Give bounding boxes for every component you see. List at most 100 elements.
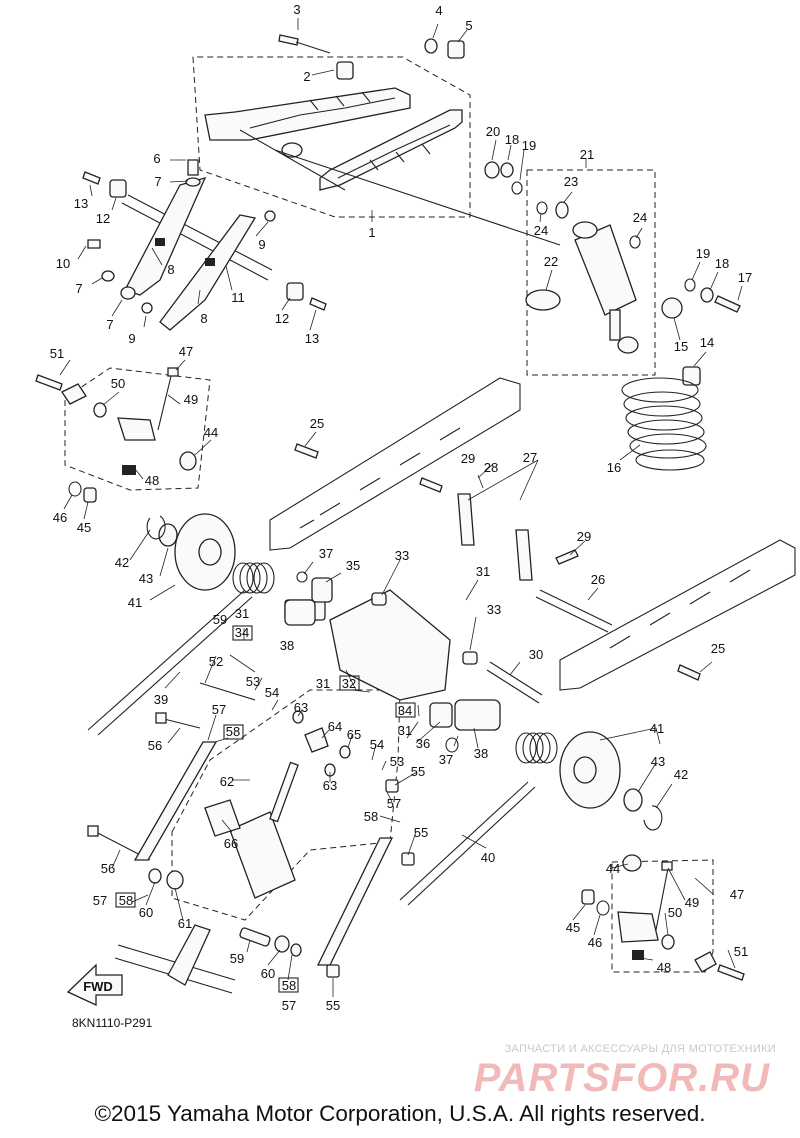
- rear-shock: [274, 149, 741, 471]
- bolt-52: [199, 682, 256, 701]
- washer-63a: [292, 710, 304, 724]
- callout-66: 66: [224, 836, 238, 851]
- bushing-38a: [284, 599, 316, 626]
- callout-55: 55: [414, 825, 428, 840]
- callout-3: 3: [293, 2, 300, 17]
- callout-29: 29: [577, 529, 591, 544]
- callout-boxes: [115, 625, 416, 993]
- bracket-plate-right: [694, 951, 717, 973]
- bracket-plate-left: [61, 383, 87, 405]
- callout-43: 43: [651, 754, 665, 769]
- callout-59: 59: [213, 612, 227, 627]
- washer-24b: [629, 235, 641, 249]
- spring-arm-40: [399, 781, 529, 901]
- clevis-64: [304, 727, 329, 753]
- bolt-49b: [655, 867, 669, 931]
- callout-21: 21: [580, 147, 594, 162]
- callout-18: 18: [505, 132, 519, 147]
- callout-58: 58: [282, 978, 296, 993]
- diagram-reference-code: 8KN1110-P291: [72, 1016, 153, 1030]
- bracket-27-right: [515, 529, 533, 581]
- callout-41: 41: [650, 721, 664, 736]
- rear-axle-link: [167, 924, 211, 986]
- callout-59: 59: [230, 951, 244, 966]
- callout-53: 53: [390, 754, 404, 769]
- link-plate-right: [316, 837, 394, 966]
- washer-60a: [148, 868, 162, 884]
- leader-lines: [59, 18, 743, 997]
- washer-18a: [500, 162, 514, 178]
- box-callout-32: [339, 675, 360, 691]
- idler-wheel-41a-hub: [198, 538, 222, 566]
- callout-57: 57: [93, 893, 107, 908]
- callout-28: 28: [484, 460, 498, 475]
- callout-55: 55: [411, 764, 425, 779]
- callout-54: 54: [370, 737, 384, 752]
- front-axle-links: [82, 159, 327, 331]
- callout-63: 63: [294, 700, 308, 715]
- collar-45b: [581, 889, 595, 905]
- callout-58: 58: [119, 893, 133, 908]
- center-pivot: [284, 443, 701, 753]
- shaft-26-lower: [535, 596, 609, 633]
- callout-46: 46: [53, 510, 67, 525]
- shock-top-eye: [572, 221, 598, 239]
- callout-50: 50: [668, 905, 682, 920]
- callout-23: 23: [564, 174, 578, 189]
- front-arm-left-rail-ribs: [249, 91, 396, 129]
- callout-4: 4: [435, 3, 442, 18]
- bolt-49a-head: [167, 367, 179, 377]
- callout-20: 20: [486, 124, 500, 139]
- callout-44: 44: [204, 425, 218, 440]
- washer-37a: [296, 571, 308, 583]
- bolt-25b: [677, 664, 701, 681]
- bushing-35: [311, 577, 333, 603]
- callout-51: 51: [50, 346, 64, 361]
- callout-15: 15: [674, 339, 688, 354]
- washer-46b: [596, 900, 610, 916]
- callout-19: 19: [696, 246, 710, 261]
- callout-45: 45: [77, 520, 91, 535]
- copyright-notice: ©2015 Yamaha Motor Corporation, U.S.A. A…: [94, 1101, 706, 1126]
- bolt-56a: [159, 717, 201, 729]
- collar-14: [682, 366, 701, 386]
- bolt-3-shank: [295, 41, 331, 54]
- front-arm-collar: [281, 142, 303, 158]
- bolt-49a: [157, 371, 173, 431]
- washer-46a: [68, 481, 82, 497]
- collar-12a: [109, 179, 127, 198]
- nut-9b: [141, 302, 153, 314]
- callout-14: 14: [700, 335, 714, 350]
- bolt-10: [87, 239, 101, 249]
- callout-57: 57: [387, 796, 401, 811]
- front-arm-crossbar: [239, 129, 346, 191]
- callout-2: 2: [303, 69, 310, 84]
- collar-12b: [286, 282, 304, 301]
- axle-11-top: [127, 194, 273, 271]
- callout-31: 31: [476, 564, 490, 579]
- callout-9: 9: [128, 331, 135, 346]
- callout-54: 54: [265, 685, 279, 700]
- shock-body: [574, 224, 637, 316]
- bushing-36: [429, 702, 453, 728]
- callout-labels: 3 4 5 2 1 6 7 13 12 9 10 7 8 11 7 9 8 12…: [50, 2, 752, 1013]
- washer-37b: [445, 737, 459, 753]
- collar-45a: [83, 487, 97, 503]
- box-callout-58a: [223, 724, 244, 740]
- pin-59b: [239, 927, 271, 947]
- collar-50b: [661, 934, 675, 950]
- callout-53: 53: [246, 674, 260, 689]
- callout-56: 56: [101, 861, 115, 876]
- nut-48a: [122, 465, 136, 475]
- callout-64: 64: [328, 719, 342, 734]
- callout-1: 1: [368, 225, 375, 240]
- watermark-logo: PARTSFOR.RU: [473, 1056, 770, 1100]
- callout-22: 22: [544, 254, 558, 269]
- box-callout-34a: [232, 625, 253, 641]
- bushing-2: [336, 61, 354, 80]
- shaft-26: [539, 589, 613, 626]
- callout-55: 55: [326, 998, 340, 1013]
- callout-60: 60: [139, 905, 153, 920]
- box-callout-58d: [278, 977, 299, 993]
- callout-35: 35: [346, 558, 360, 573]
